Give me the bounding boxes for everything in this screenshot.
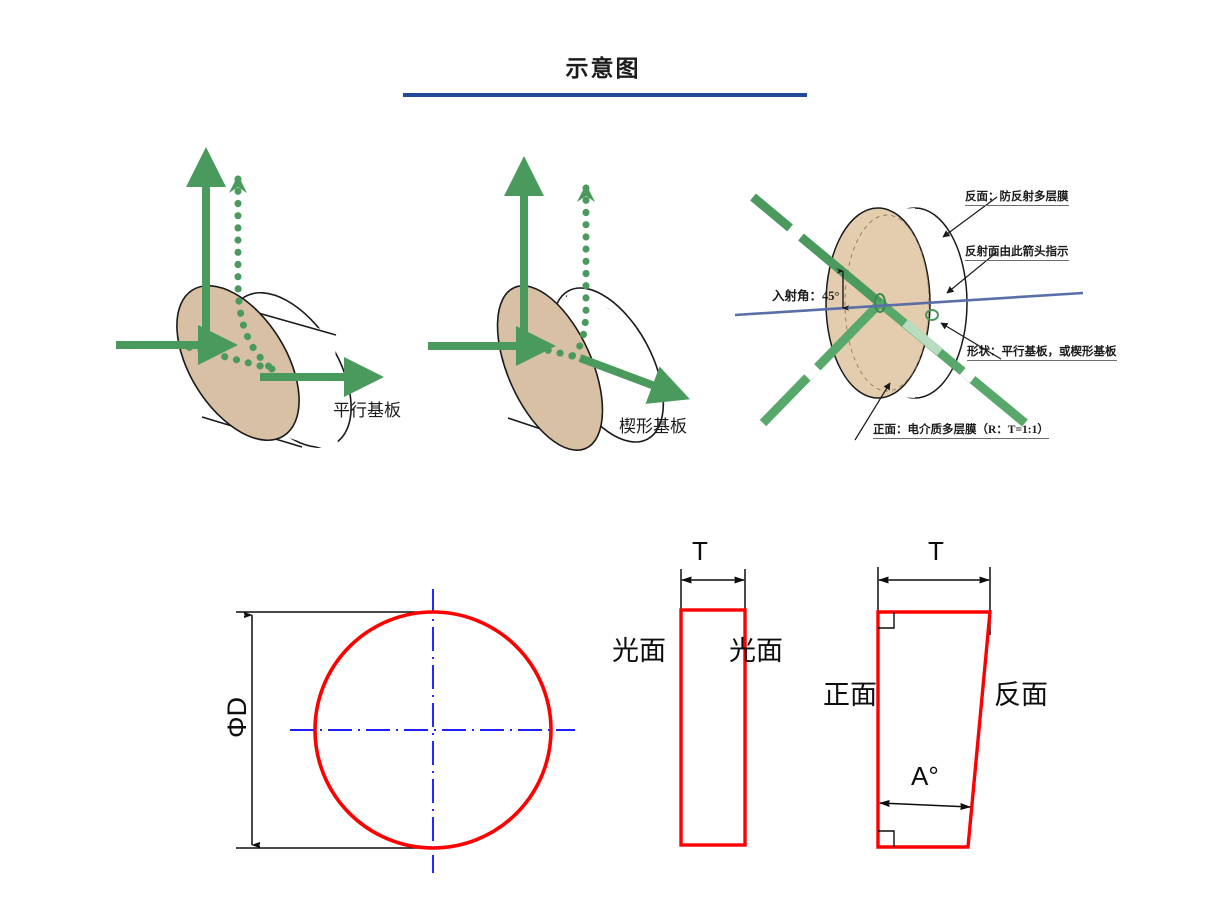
deviated-beam-arrow [578, 354, 690, 404]
right-angle-marker-bottom [878, 830, 895, 847]
diameter-label: ΦD [222, 696, 252, 738]
caption-wedge-substrate: 楔形基板 [619, 417, 687, 436]
dotted-ray-path [176, 175, 276, 373]
diagram-wedge-section [810, 535, 1090, 865]
annotation-back-coating: 反面：防反射多层膜 [965, 188, 1069, 206]
beam-incident [750, 193, 883, 307]
substrate-cylinder [176, 284, 352, 453]
thickness-label-wedge: T [928, 536, 944, 566]
annotation-front-coating: 正面：电介质多层膜（R：T=1:1） [873, 421, 1049, 439]
right-face-label-wedge: 反面 [994, 680, 1048, 710]
beam-reflected [759, 299, 884, 427]
diagram-parallel-substrate [116, 147, 460, 453]
diagram-coating-detail [734, 175, 1085, 445]
beam-intersection-marker [874, 293, 886, 313]
dotted-ray-path [526, 184, 595, 360]
wedge-cross-section [876, 610, 992, 849]
wedge-angle-dimension-arrow [880, 803, 970, 807]
diagram-wedge-substrate [420, 156, 760, 451]
plate-cross-section [679, 608, 747, 847]
annotation-reflection-arrow-note: 反射面由此箭头指示 [965, 243, 1069, 261]
thickness-label-parallel: T [692, 536, 708, 566]
right-angle-marker-top [878, 612, 895, 629]
caption-parallel-substrate: 平行基板 [333, 401, 401, 420]
leader-lines [854, 196, 1002, 441]
left-face-label-wedge: 正面 [823, 680, 877, 710]
title-underline-rule [403, 93, 807, 97]
page-title: 示意图 [565, 55, 641, 81]
wedge-angle-label: A° [911, 761, 939, 791]
annotation-shape-note: 形状：平行基板，或楔形基板 [967, 343, 1117, 361]
left-face-label-parallel: 光面 [612, 636, 666, 666]
aperture-circle [313, 610, 553, 850]
annotation-incident-angle: 入射角：45° [772, 289, 840, 303]
optical-axis-line [734, 291, 1084, 317]
diagram-front-view [200, 545, 600, 875]
title-block: 示意图 [0, 55, 1206, 81]
right-face-label-parallel: 光面 [729, 636, 783, 666]
diagram-parallel-section [600, 535, 820, 865]
beam-transmitted [877, 299, 1028, 427]
